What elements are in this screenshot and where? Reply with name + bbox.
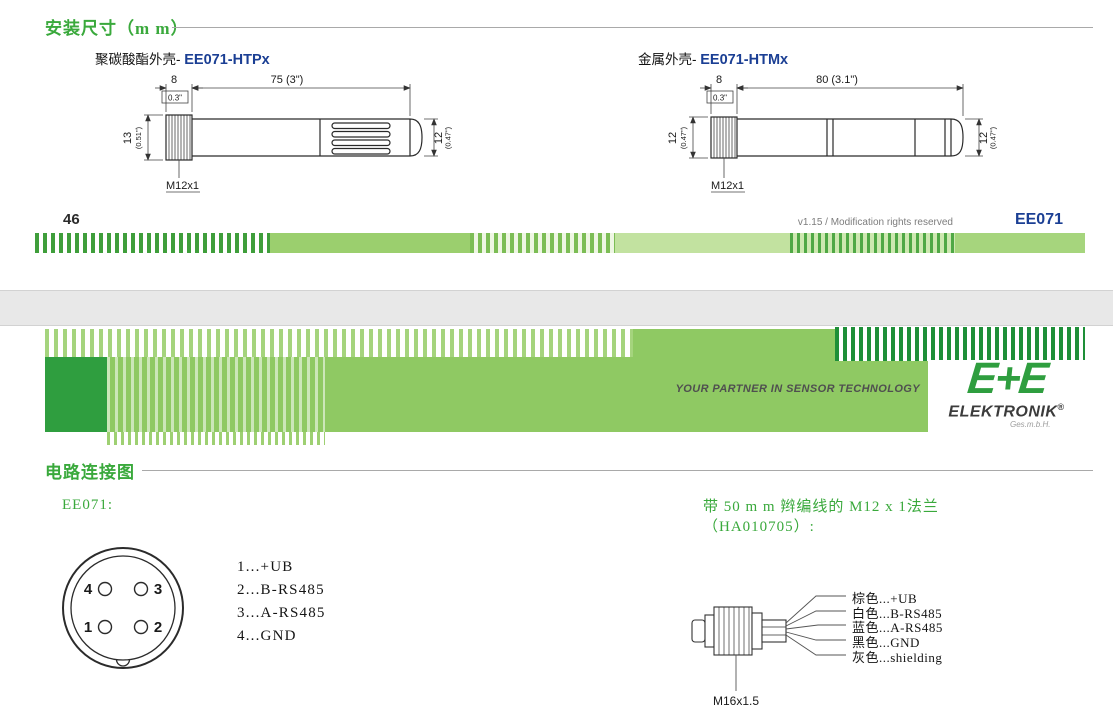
section-title-circuit: 电路连接图 xyxy=(45,463,135,482)
stripe-segment xyxy=(955,233,1085,253)
pin-assignment: 1...+UB xyxy=(237,559,294,575)
flange-drawing: M16x1.5 xyxy=(691,595,846,708)
keying-notch xyxy=(115,659,131,667)
connector-circles xyxy=(62,547,184,669)
dim-left-label: 13 xyxy=(122,132,134,144)
flange-thread-label: M16x1.5 xyxy=(713,694,759,708)
dim-inch-box-label: 0.3" xyxy=(713,94,727,103)
footer-stripe-bar xyxy=(35,233,1085,253)
dim-left-label: 12 xyxy=(667,132,679,144)
model-name: EE071-HTPx xyxy=(184,52,270,68)
wire-label: 棕色...+UB xyxy=(852,591,918,606)
wire-label: 蓝色...A-RS485 xyxy=(852,620,943,635)
stripe-segment xyxy=(790,233,955,253)
housing-type-label: 金属外壳- xyxy=(638,52,701,67)
pin-assignment: 4...GND xyxy=(237,628,297,644)
flange-title-line2: （HA010705）: xyxy=(703,519,815,535)
thread-label: M12x1 xyxy=(711,180,744,192)
dim-right-label: 12 xyxy=(433,132,445,144)
section-rule xyxy=(172,27,1093,28)
banner-bottom-stripes xyxy=(107,432,325,445)
wire-fan-lines xyxy=(735,595,846,691)
thread-label: M12x1 xyxy=(166,180,199,192)
page-number: 46 xyxy=(63,211,80,228)
probe-outline xyxy=(710,116,964,159)
dimension-lines xyxy=(144,84,438,193)
banner-dark-block xyxy=(45,357,107,432)
banner-top-stripes xyxy=(45,329,633,357)
drawing-title-polycarbonate: 聚碳酸酯外壳- EE071-HTPx xyxy=(95,48,270,68)
housing-type-label: 聚碳酸酯外壳- xyxy=(95,52,185,67)
section-title-dimensions: 安装尺寸（m m） xyxy=(45,19,189,38)
pin-numbers: 4 3 1 2 xyxy=(84,581,162,636)
dim-right-inch-label: (0.47") xyxy=(444,126,453,149)
dim-inch-box-label: 0.3" xyxy=(168,94,182,103)
dim-right-inch-label: (0.47") xyxy=(989,126,998,149)
connector-diagram: 4 3 1 2 xyxy=(62,547,184,669)
stripe-segment xyxy=(470,233,615,253)
ee-logo-wordmark: ELEKTRONIK® xyxy=(928,402,1085,421)
dimension-drawing-metal: 8 0.3" 80 (3.1") 12 (0.47") 12 (0.47") M… xyxy=(667,74,998,193)
tagline: YOUR PARTNER IN SENSOR TECHNOLOGY xyxy=(675,383,920,395)
ee-logo: E+E xyxy=(965,354,1049,403)
probe-outline xyxy=(165,114,423,161)
stripe-segment xyxy=(270,233,470,253)
logo-company: Ges.m.b.H. xyxy=(1010,420,1051,429)
pin-assignment: 3...A-RS485 xyxy=(237,605,326,621)
wire-label: 灰色...shielding xyxy=(852,650,943,665)
pin-number-3: 3 xyxy=(154,581,162,598)
wire-label: 白色...B-RS485 xyxy=(852,606,943,621)
stripe-segment xyxy=(35,233,270,253)
wire-label: 黑色...GND xyxy=(852,635,920,650)
dim-left-inch-label: (0.51") xyxy=(134,126,143,149)
dimension-drawing-polycarbonate: 8 0.3" 75 (3") 13 (0.51") 12 (0.47") M12… xyxy=(122,74,453,193)
pin-number-1: 1 xyxy=(84,619,92,636)
registered-mark: ® xyxy=(1057,402,1065,412)
flange-title-line1: 带 50 m m 辫编线的 M12 x 1法兰 xyxy=(703,499,939,515)
pin-assignment: 2...B-RS485 xyxy=(237,582,325,598)
banner-top-solid xyxy=(633,329,835,357)
version-text: v1.15 / Modification rights reserved xyxy=(797,217,953,228)
flange-body xyxy=(691,606,787,656)
logo-background xyxy=(928,360,1085,434)
logo-sub-text: ELEKTRONIK xyxy=(948,403,1058,421)
dim-8-label: 8 xyxy=(171,74,177,86)
dim-8-label: 8 xyxy=(716,74,722,86)
dim-length-label: 80 (3.1") xyxy=(816,74,858,86)
section-rule xyxy=(142,470,1093,471)
banner-dark-stripes xyxy=(835,327,1085,361)
dim-left-inch-label: (0.47") xyxy=(679,126,688,149)
banner-band-stripes xyxy=(107,357,325,432)
pin-number-4: 4 xyxy=(84,581,93,598)
connector-label: EE071: xyxy=(62,497,113,513)
dim-right-label: 12 xyxy=(978,132,990,144)
model-name: EE071-HTMx xyxy=(700,52,789,68)
dim-length-label: 75 (3") xyxy=(271,74,304,86)
stripe-segment xyxy=(615,233,790,253)
dimension-lines xyxy=(689,84,983,193)
pin-assignment-list: 1...+UB 2...B-RS485 3...A-RS485 4...GND xyxy=(237,556,326,648)
doc-code: EE071 xyxy=(1014,211,1063,228)
pin-number-2: 2 xyxy=(154,619,162,636)
drawing-title-metal: 金属外壳- EE071-HTMx xyxy=(638,48,788,68)
page-separator xyxy=(0,290,1113,326)
